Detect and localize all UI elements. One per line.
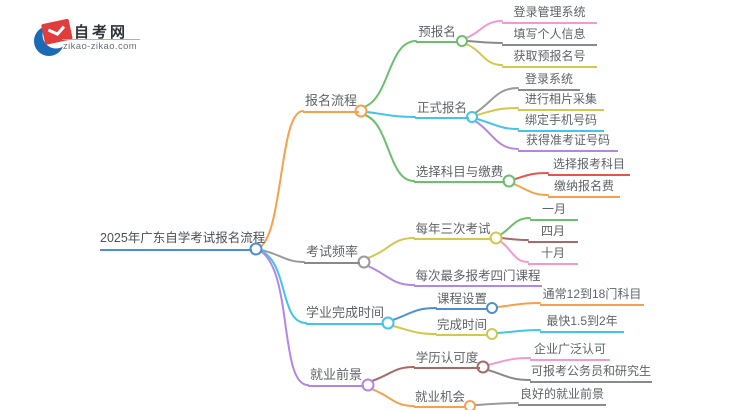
leaf-bind-phone-number[interactable]: 绑定手机号码	[518, 113, 604, 132]
hub-circles[interactable]	[249, 35, 516, 410]
node-finish-time[interactable]: 完成时间	[436, 318, 488, 337]
node-pre-registration[interactable]: 预报名	[416, 25, 458, 44]
leaf-login-system[interactable]: 登录系统	[518, 72, 580, 91]
branch-exam-frequency[interactable]: 考试频率	[304, 244, 360, 264]
leaf-fastest-1-5-to-2-years[interactable]: 最快1.5到2年	[540, 314, 624, 333]
leaf-login-management-system[interactable]: 登录管理系统	[502, 5, 597, 24]
leaf-pay-registration-fee[interactable]: 缴纳报名费	[548, 179, 620, 198]
node-degree-recognition[interactable]: 学历认可度	[414, 351, 480, 370]
leaf-get-preregistration-number[interactable]: 获取预报名号	[502, 49, 597, 68]
node-course-setup[interactable]: 课程设置	[436, 292, 488, 311]
node-subject-and-payment[interactable]: 选择科目与缴费	[414, 165, 505, 184]
leaf-civil-service-and-graduate-eligible[interactable]: 可报考公务员和研究生	[530, 364, 652, 383]
node-three-exams-per-year[interactable]: 每年三次考试	[414, 222, 492, 241]
node-max-four-courses[interactable]: 每次最多报考四门课程	[414, 269, 542, 288]
leaf-april[interactable]: 四月	[528, 224, 578, 243]
leaf-widely-recognized-by-companies[interactable]: 企业广泛认可	[530, 342, 610, 361]
leaf-photo-capture[interactable]: 进行相片采集	[518, 92, 604, 111]
leaf-january[interactable]: 一月	[530, 202, 578, 221]
leaf-choose-exam-subjects[interactable]: 选择报考科目	[548, 157, 630, 176]
branch-completion-time[interactable]: 学业完成时间	[306, 305, 384, 325]
leaf-good-job-prospects[interactable]: 良好的就业前景	[518, 387, 606, 406]
leaf-october[interactable]: 十月	[528, 246, 578, 265]
site-logo-icon	[34, 18, 73, 56]
leaf-fill-personal-info[interactable]: 填写个人信息	[502, 27, 597, 46]
node-official-registration[interactable]: 正式报名	[415, 101, 469, 120]
logo-divider	[62, 39, 140, 40]
site-logo-url: zikao-zikao.com	[63, 41, 138, 52]
leaf-usually-12-to-18-subjects[interactable]: 通常12到18门科目	[540, 287, 644, 306]
branch-registration-process[interactable]: 报名流程	[303, 93, 359, 113]
branch-career-prospects[interactable]: 就业前景	[308, 367, 364, 387]
site-logo-title[interactable]: 自考网	[74, 24, 129, 41]
connector-curves	[255, 20, 549, 407]
leaf-get-admission-ticket-number[interactable]: 获得准考证号码	[518, 133, 618, 152]
root-node[interactable]: 2025年广东自学考试报名流程	[100, 229, 265, 251]
node-job-opportunities[interactable]: 就业机会	[414, 390, 466, 409]
